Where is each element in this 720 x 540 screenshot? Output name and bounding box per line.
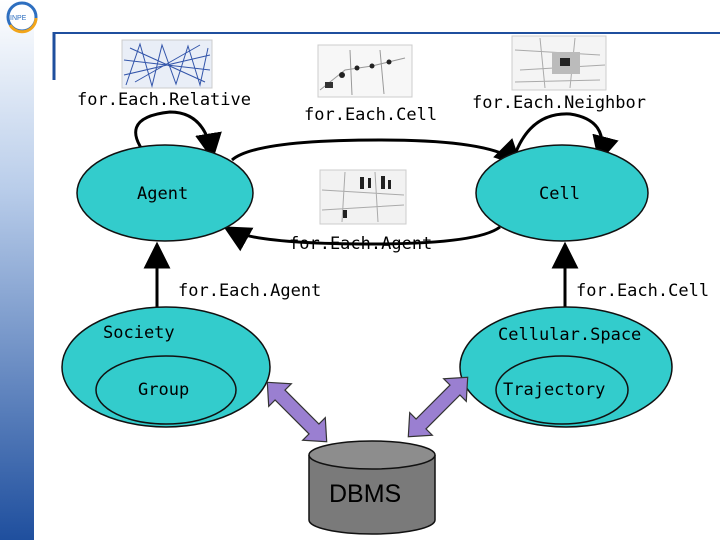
cell-self-loop <box>512 112 619 164</box>
dbms-cylinder <box>308 440 436 535</box>
group-node <box>95 355 237 425</box>
agent-map-thumbnail <box>319 169 407 225</box>
neighbor-map-thumbnail <box>511 35 607 91</box>
agent-node <box>76 144 254 242</box>
for-each-agent-left-label: for.Each.Agent <box>178 281 322 301</box>
cellular-space-label: Cellular.Space <box>498 325 642 345</box>
agent-self-loop <box>134 110 222 164</box>
agent-label: Agent <box>137 184 189 204</box>
for-each-agent-mid-label: for.Each.Agent <box>289 234 433 254</box>
for-each-relative-label: for.Each.Relative <box>77 90 251 110</box>
group-dbms-double-arrow <box>266 381 328 443</box>
society-label: Society <box>103 323 175 343</box>
logo-icon: INPE <box>6 1 38 34</box>
cell-label: Cell <box>539 184 580 204</box>
relative-thumbnail <box>121 39 213 89</box>
trajectory-dbms-double-arrow <box>407 376 469 438</box>
trajectory-label: Trajectory <box>503 380 606 400</box>
dbms-label: DBMS <box>329 480 402 508</box>
cell-map-thumbnail <box>317 44 413 98</box>
for-each-cell-right-label: for.Each.Cell <box>576 281 710 301</box>
cell-node <box>475 144 649 242</box>
agent-to-cell-arrow <box>231 138 522 167</box>
trajectory-node <box>495 355 629 425</box>
group-label: Group <box>138 380 190 400</box>
cell-to-agent-arrow <box>223 225 501 252</box>
for-each-cell-top-label: for.Each.Cell <box>304 105 438 125</box>
sidebar-strip <box>0 0 34 540</box>
svg-text:INPE: INPE <box>10 15 27 22</box>
for-each-neighbor-label: for.Each.Neighbor <box>472 93 646 113</box>
